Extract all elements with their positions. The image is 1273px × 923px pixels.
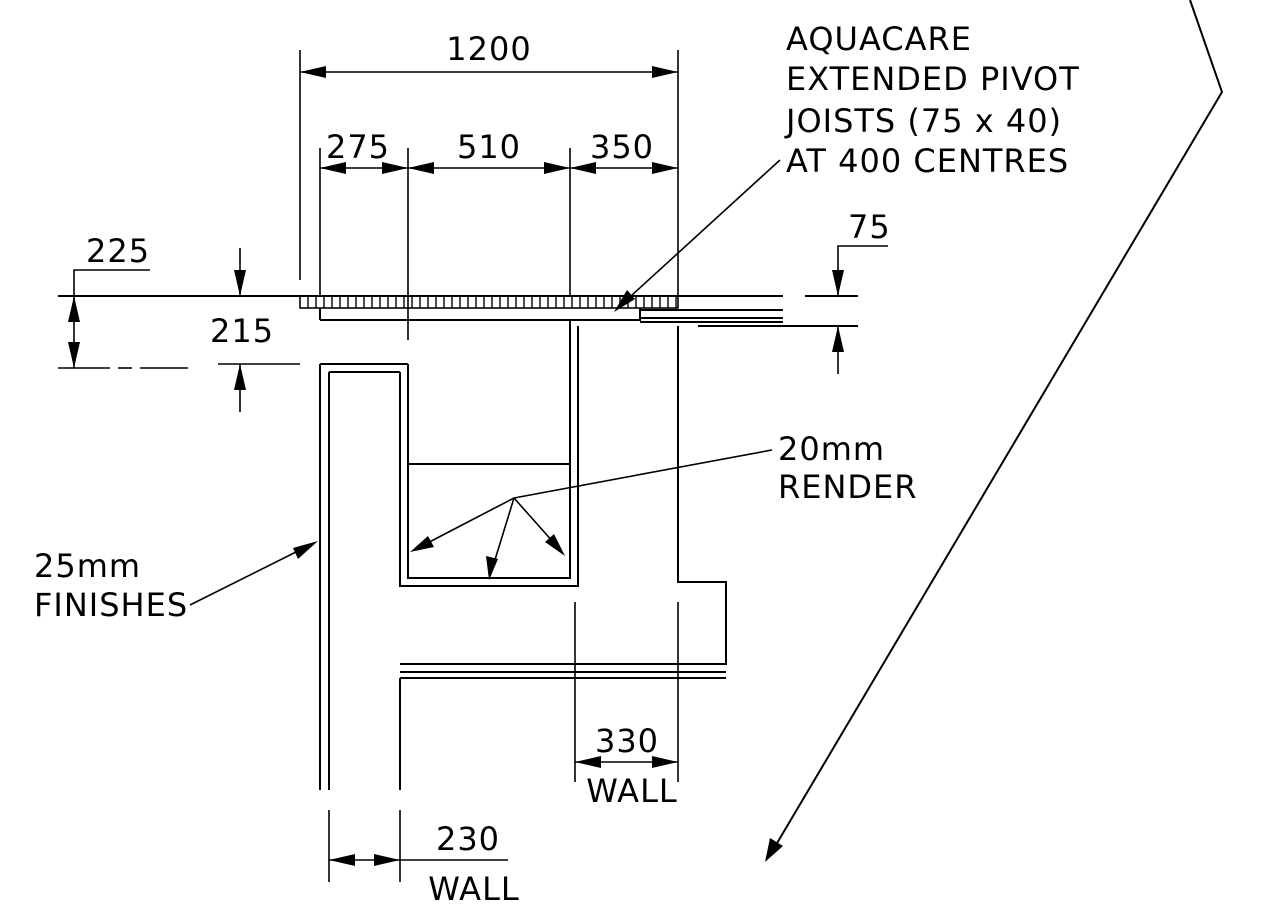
- dimension-overall: 1200: [299, 30, 679, 296]
- dimension-segments: 275 510 350: [319, 128, 678, 340]
- wall-structure: [319, 326, 727, 790]
- dimension-segment-middle-text: 510: [457, 128, 521, 166]
- finishes-note-line-2: FINISHES: [34, 586, 188, 624]
- render-note-line-1: 20mm: [778, 430, 885, 468]
- dimension-right-upper: 75: [832, 208, 891, 374]
- dimension-wall-right: 330 WALL: [574, 602, 679, 810]
- joists-note-line-2: EXTENDED PIVOT: [786, 60, 1080, 98]
- finishes-note-line-1: 25mm: [34, 547, 141, 585]
- dimension-wall-bottom-label: WALL: [428, 870, 519, 908]
- dimension-right-upper-text: 75: [848, 208, 891, 246]
- joists-note: AQUACARE EXTENDED PIVOT JOISTS (75 x 40)…: [614, 20, 1080, 312]
- dimension-left-upper-text: 225: [86, 232, 150, 270]
- dimension-wall-right-value: 330: [595, 722, 659, 760]
- dimension-wall-bottom-value: 230: [436, 820, 500, 858]
- dimension-overall-text: 1200: [446, 30, 531, 68]
- dimension-left-upper: 225: [58, 232, 188, 369]
- section-arrow: [765, 0, 1224, 862]
- finishes-note: 25mm FINISHES: [34, 541, 318, 624]
- dimension-wall-bottom: 230 WALL: [328, 810, 519, 908]
- render-note: 20mm RENDER: [410, 430, 917, 580]
- joists-note-line-1: AQUACARE: [786, 20, 972, 58]
- dimension-segment-right-text: 350: [590, 128, 654, 166]
- joists-note-line-3: JOISTS (75 x 40): [784, 102, 1062, 140]
- dimension-left-lower-text: 215: [210, 312, 274, 350]
- floor-surface: [58, 295, 858, 327]
- joists-note-line-4: AT 400 CENTRES: [786, 142, 1069, 180]
- dimension-wall-right-label: WALL: [586, 772, 677, 810]
- render-note-line-2: RENDER: [778, 468, 917, 506]
- dimension-segment-left-text: 275: [326, 128, 390, 166]
- dimension-left-lower: 215: [210, 248, 300, 412]
